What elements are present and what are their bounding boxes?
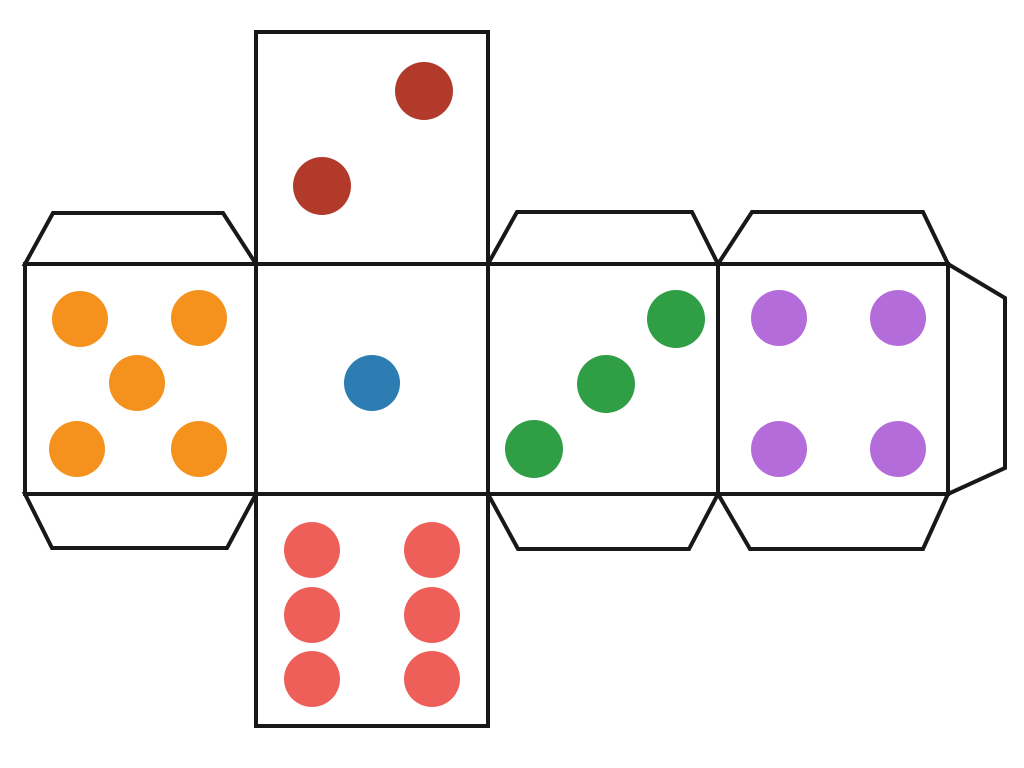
face-six-bottom-pip-2: [404, 522, 460, 578]
face-five-left-pip-1: [52, 291, 108, 347]
face-six-bottom-pip-4: [404, 587, 460, 643]
glue-flap-bottom-of-face-four: [714, 492, 952, 551]
face-six-bottom-pip-6: [404, 651, 460, 707]
face-five-left-pip-4: [49, 421, 105, 477]
face-four-far-right-pip-1: [751, 290, 807, 346]
face-one-center-pip-1: [344, 355, 400, 411]
face-three-right-pip-2: [577, 355, 635, 413]
glue-flap-top-of-face-four: [714, 210, 952, 266]
glue-tab-right-of-face-four: [946, 260, 1007, 498]
face-two-top: [254, 30, 490, 266]
face-three-right-pip-3: [647, 290, 705, 348]
face-four-far-right-pip-2: [870, 290, 926, 346]
face-six-bottom-pip-3: [284, 587, 340, 643]
glue-flap-top-of-face-five: [21, 211, 260, 266]
face-four-far-right-pip-3: [751, 421, 807, 477]
face-four-far-right-pip-4: [870, 421, 926, 477]
face-five-left-pip-5: [171, 421, 227, 477]
glue-flap-bottom-of-face-three: [484, 492, 722, 551]
glue-flap-bottom-of-face-five: [21, 492, 260, 550]
face-five-left-pip-2: [171, 290, 227, 346]
face-six-bottom-pip-5: [284, 651, 340, 707]
face-six-bottom-pip-1: [284, 522, 340, 578]
face-two-top-pip-1: [395, 62, 453, 120]
face-five-left-pip-3: [109, 355, 165, 411]
face-three-right-pip-1: [505, 420, 563, 478]
face-two-top-pip-2: [293, 157, 351, 215]
glue-flap-top-of-face-three: [484, 210, 722, 266]
